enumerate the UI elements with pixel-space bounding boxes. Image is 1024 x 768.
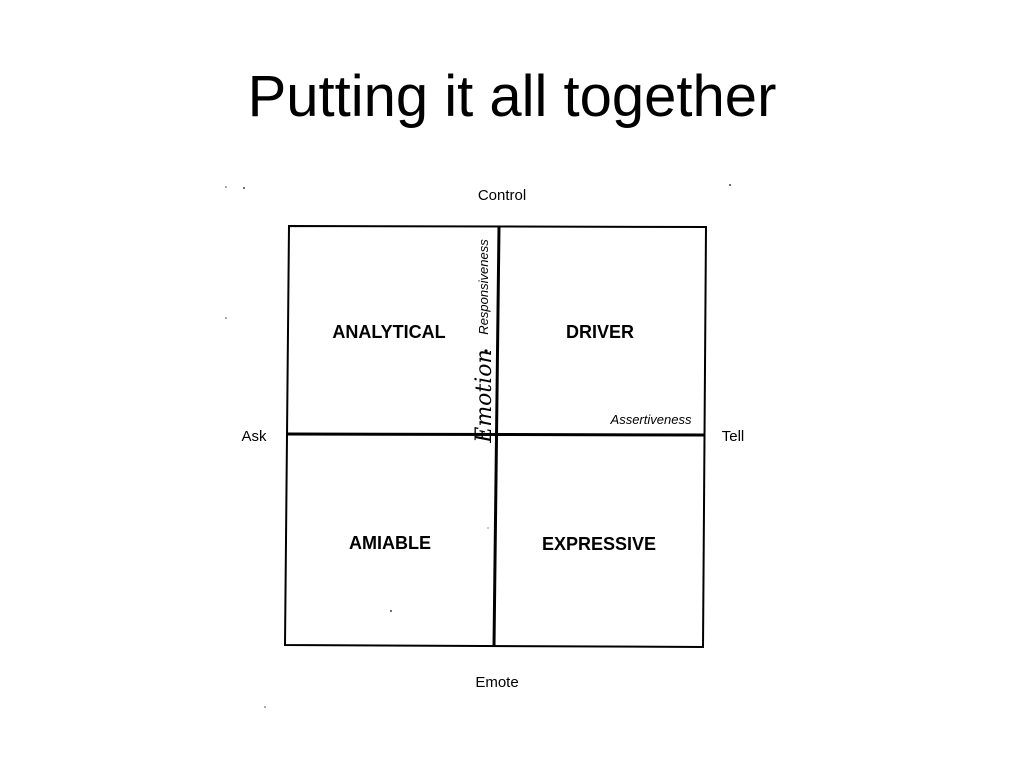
quadrant-driver: DRIVER — [566, 322, 634, 342]
horizontal-divider — [286, 432, 705, 437]
quadrant-analytical: ANALYTICAL — [332, 322, 445, 342]
dimension-separator-dot — [484, 349, 488, 353]
quadrant-expressive: EXPRESSIVE — [542, 534, 656, 554]
matrix-border — [283, 224, 708, 649]
dimension-horizontal-label: Assertiveness — [610, 412, 692, 427]
axis-label-bottom: Emote — [475, 674, 518, 691]
scan-speckles — [225, 184, 731, 708]
quadrant-amiable: AMIABLE — [349, 533, 431, 553]
axis-label-right: Tell — [722, 428, 745, 445]
vertical-divider — [492, 226, 501, 647]
slide-title: Putting it all together — [247, 64, 777, 129]
axis-label-left: Ask — [241, 428, 267, 445]
dimension-vertical-label: Responsiveness — [476, 239, 491, 335]
axis-label-top: Control — [478, 187, 526, 204]
handwritten-note: Emotion — [472, 349, 497, 443]
